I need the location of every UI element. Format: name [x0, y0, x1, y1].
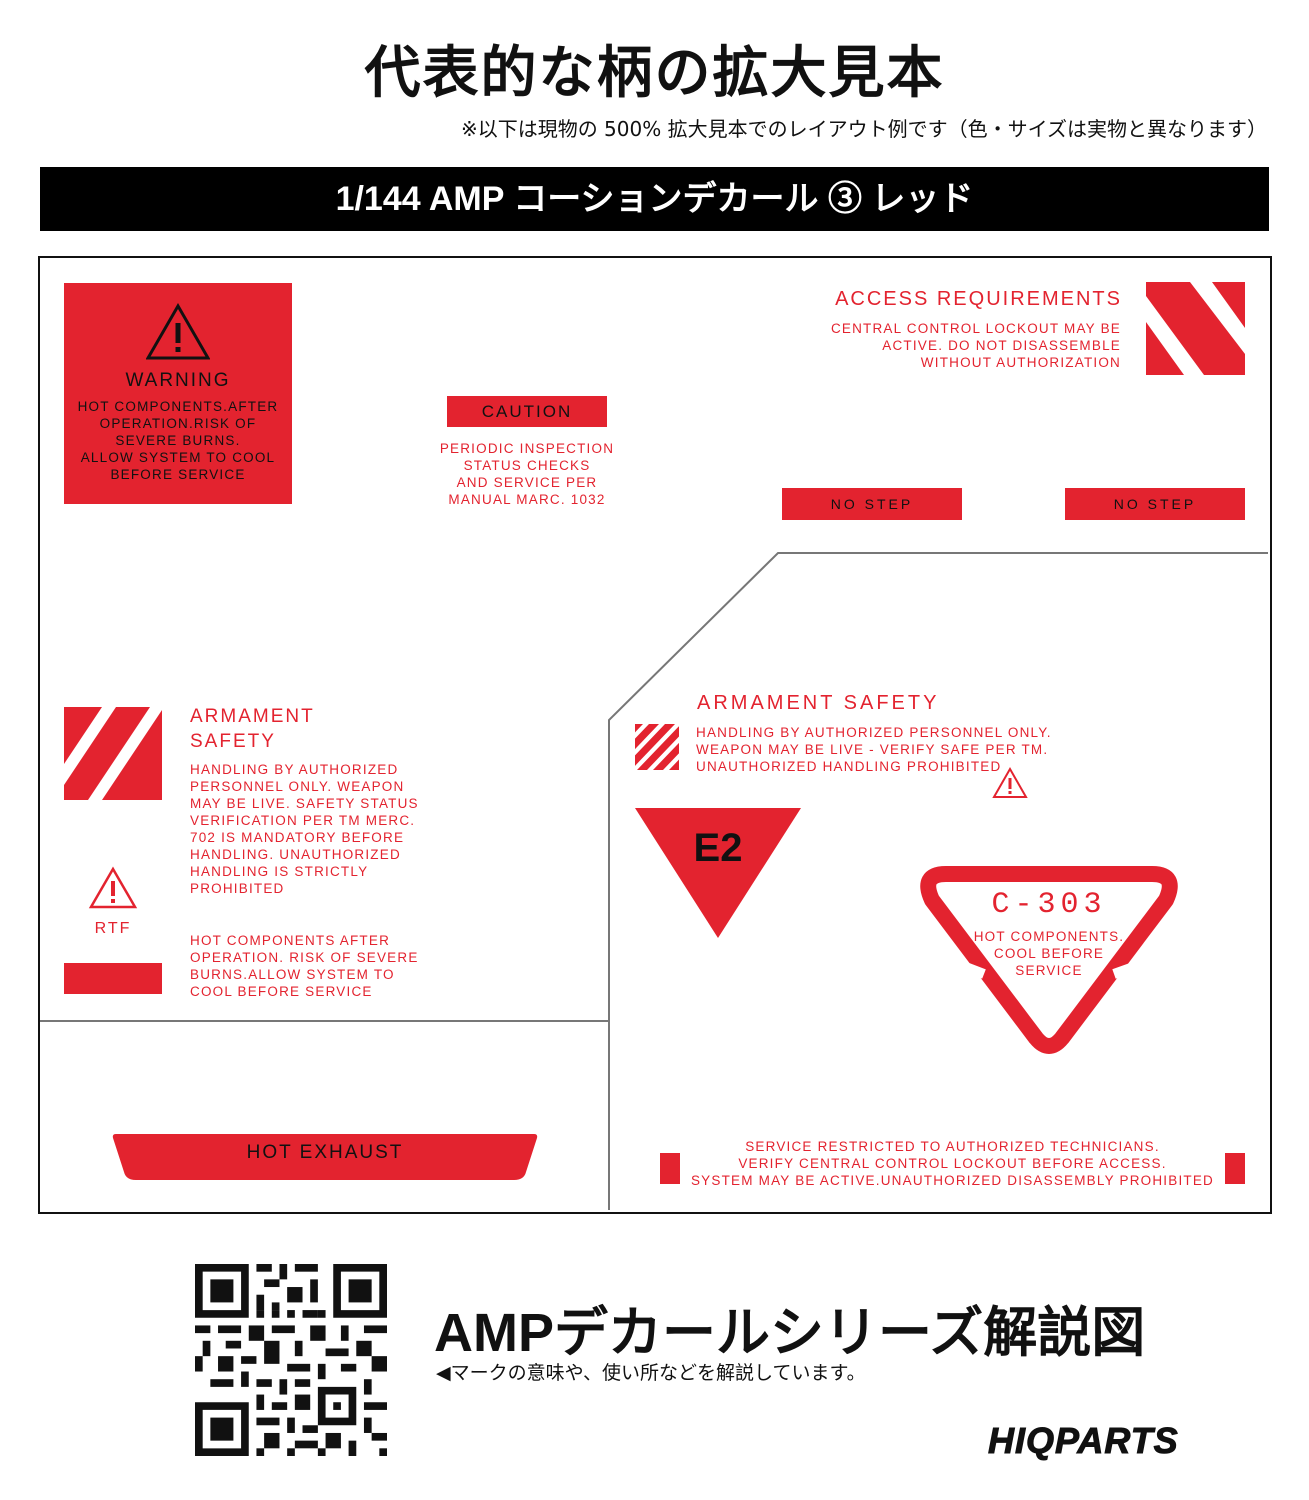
red-marker-decal — [660, 1153, 680, 1184]
warning-line: HOT COMPONENTS.AFTER — [77, 399, 279, 414]
armament-text: HANDLING BY AUTHORIZED PERSONNEL ONLY. W… — [190, 761, 420, 897]
armament-heading-line: ARMAMENT — [190, 706, 315, 727]
hazard-stripe-icon — [64, 707, 162, 800]
service-line: SERVICE RESTRICTED TO AUTHORIZED TECHNIC… — [745, 1139, 1160, 1154]
decal-sheet — [38, 256, 1272, 1214]
series-title: AMPデカールシリーズ解説図 — [434, 1303, 1146, 1363]
e2-label: E2 — [693, 826, 743, 870]
hazard-stripe-icon — [1146, 282, 1245, 375]
armament-line: PERSONNEL ONLY. WEAPON — [190, 779, 405, 794]
caution-label: CAUTION — [447, 396, 607, 427]
c303-text: HOT COMPONENTS. COOL BEFORE SERVICE — [910, 928, 1188, 979]
c303-line: HOT COMPONENTS. — [973, 929, 1125, 944]
armament-text: HANDLING BY AUTHORIZED PERSONNEL ONLY. W… — [696, 724, 1056, 775]
product-banner: 1/144 AMP コーションデカール ③ レッド — [40, 167, 1269, 231]
warning-triangle-icon — [992, 766, 1028, 798]
hot-line: HOT COMPONENTS AFTER — [190, 933, 391, 948]
service-line: SYSTEM MAY BE ACTIVE.UNAUTHORIZED DISASS… — [690, 1173, 1215, 1188]
c303-label: C-303 — [991, 888, 1107, 922]
red-marker-decal — [1225, 1153, 1245, 1184]
access-line: CENTRAL CONTROL LOCKOUT MAY BE — [830, 321, 1121, 336]
service-line: VERIFY CENTRAL CONTROL LOCKOUT BEFORE AC… — [738, 1156, 1167, 1171]
no-step-label: NO STEP — [782, 488, 962, 520]
warning-triangle-icon — [146, 303, 210, 360]
armament-line: WEAPON MAY BE LIVE - VERIFY SAFE PER TM. — [696, 742, 1049, 757]
caution-line: STATUS CHECKS — [463, 458, 591, 473]
caution-line: PERIODIC INSPECTION — [439, 441, 615, 456]
access-line: WITHOUT AUTHORIZATION — [920, 355, 1121, 370]
armament-heading: ARMAMENT SAFETY — [190, 704, 315, 754]
service-text: SERVICE RESTRICTED TO AUTHORIZED TECHNIC… — [680, 1138, 1225, 1189]
page-subtitle: ※以下は現物の 500% 拡大見本でのレイアウト例です（色・サイズは実物と異なり… — [460, 117, 1267, 141]
warning-line: OPERATION.RISK OF — [99, 416, 257, 431]
access-text: CENTRAL CONTROL LOCKOUT MAY BE ACTIVE. D… — [760, 320, 1121, 371]
caution-line: MANUAL MARC. 1032 — [448, 492, 606, 507]
hot-line: COOL BEFORE SERVICE — [190, 984, 373, 999]
caution-line: AND SERVICE PER — [456, 475, 598, 490]
hot-line: OPERATION. RISK OF SEVERE — [190, 950, 419, 965]
warning-decal: WARNING HOT COMPONENTS.AFTER OPERATION.R… — [64, 283, 292, 504]
warning-heading: WARNING — [125, 370, 231, 391]
brand-logo: HIQPARTS — [988, 1420, 1179, 1462]
armament-line: HANDLING. UNAUTHORIZED — [190, 847, 401, 862]
c303-line: COOL BEFORE — [993, 946, 1105, 961]
warning-line: ALLOW SYSTEM TO COOL — [80, 450, 276, 465]
armament-line: UNAUTHORIZED HANDLING PROHIBITED — [696, 759, 1002, 774]
c303-line: SERVICE — [1015, 963, 1083, 978]
page-title: 代表的な柄の拡大見本 — [364, 41, 945, 106]
armament-line: VERIFICATION PER TM MERC. — [190, 813, 416, 828]
c303-triangle-decal — [920, 866, 1178, 1054]
access-line: ACTIVE. DO NOT DISASSEMBLE — [882, 338, 1121, 353]
access-heading: ACCESS REQUIREMENTS — [835, 288, 1122, 310]
armament-line: MAY BE LIVE. SAFETY STATUS — [190, 796, 419, 811]
armament-heading-line: SAFETY — [190, 731, 276, 752]
hot-exhaust-decal — [112, 1134, 538, 1180]
hazard-stripe-icon — [635, 724, 679, 770]
hot-components-text: HOT COMPONENTS AFTER OPERATION. RISK OF … — [190, 932, 420, 1000]
hot-line: BURNS.ALLOW SYSTEM TO — [190, 967, 395, 982]
warning-line: SEVERE BURNS. — [115, 433, 241, 448]
armament-line: HANDLING BY AUTHORIZED PERSONNEL ONLY. — [696, 725, 1052, 740]
armament-heading: ARMAMENT SAFETY — [697, 692, 940, 714]
qr-code[interactable] — [195, 1264, 387, 1456]
armament-line: HANDLING BY AUTHORIZED — [190, 762, 399, 777]
warning-text: HOT COMPONENTS.AFTER OPERATION.RISK OF S… — [64, 398, 292, 483]
hot-exhaust-label: HOT EXHAUST — [246, 1142, 404, 1163]
series-description: ◀マークの意味や、使い所などを解説しています。 — [436, 1362, 866, 1384]
warning-line: BEFORE SERVICE — [110, 467, 246, 482]
rtf-label: RTF — [94, 920, 132, 937]
armament-line: 702 IS MANDATORY BEFORE — [190, 830, 405, 845]
armament-line: PROHIBITED — [190, 881, 285, 896]
caution-text: PERIODIC INSPECTION STATUS CHECKS AND SE… — [417, 440, 637, 508]
e2-triangle-decal — [635, 808, 801, 938]
armament-line: HANDLING IS STRICTLY — [190, 864, 369, 879]
warning-triangle-icon — [88, 866, 138, 909]
red-stripe-decal — [64, 963, 162, 994]
no-step-label: NO STEP — [1065, 488, 1245, 520]
